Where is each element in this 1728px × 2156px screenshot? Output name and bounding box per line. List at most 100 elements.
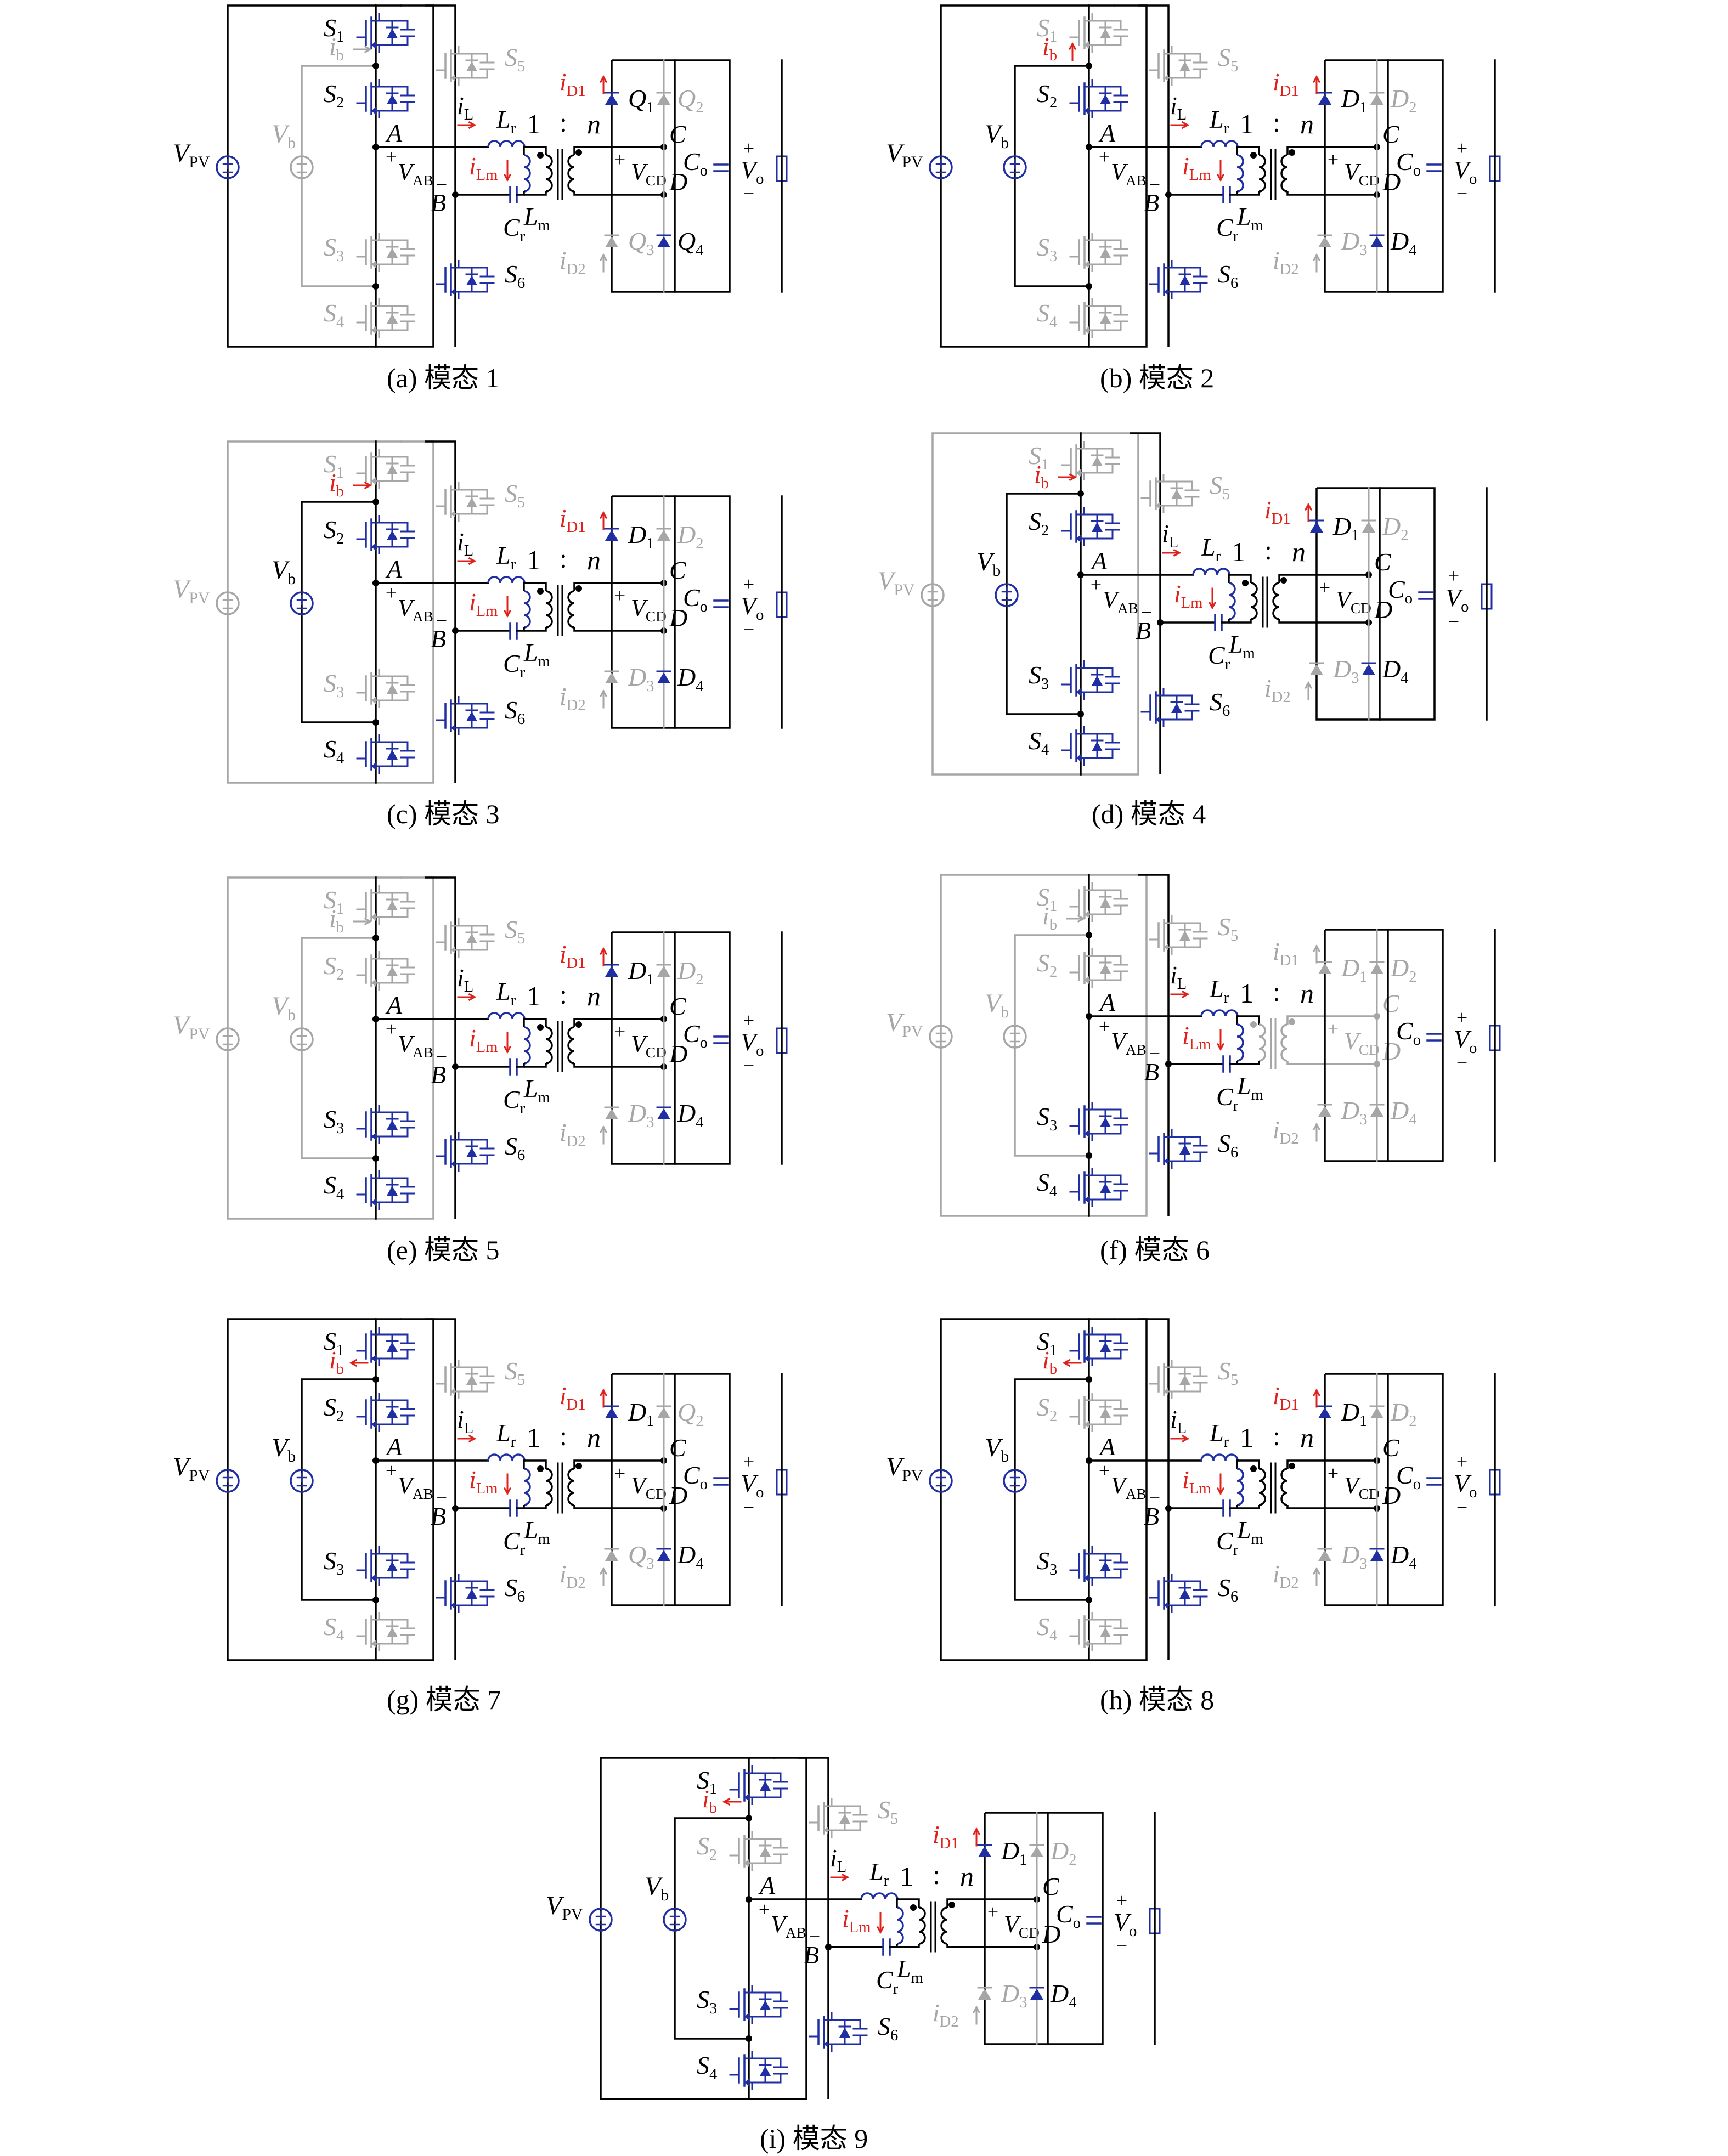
rectifier-3-icon bbox=[1317, 1104, 1332, 1117]
id2-label: iD2 bbox=[933, 1999, 959, 2030]
switch-s5-label: S5 bbox=[1210, 471, 1230, 503]
vab-label: VAB bbox=[771, 1911, 806, 1941]
vpv-source-icon bbox=[929, 1025, 953, 1049]
switch-s5-label: S5 bbox=[1218, 913, 1238, 944]
vo-plus: + bbox=[1456, 1451, 1467, 1473]
caption-d: (d) 模态 4 bbox=[1092, 799, 1206, 829]
vab-label: VAB bbox=[1111, 159, 1147, 189]
co-capacitor-icon bbox=[1426, 1477, 1442, 1486]
node-c-label: C bbox=[669, 1434, 687, 1462]
primary-winding-icon bbox=[545, 154, 553, 193]
switch-s6-icon bbox=[1140, 688, 1200, 727]
rectifier-4-icon bbox=[1369, 1548, 1385, 1561]
caption-g: (g) 模态 7 bbox=[387, 1684, 501, 1715]
ib-arrow-icon bbox=[353, 45, 372, 54]
turns-colon: : bbox=[933, 1859, 940, 1890]
rectifier-4-label: Q4 bbox=[677, 227, 704, 259]
vpv-label: VPV bbox=[886, 1452, 923, 1485]
vb-source-icon bbox=[1003, 155, 1027, 179]
vab-label: VAB bbox=[1111, 1472, 1147, 1502]
turns-n-label: n bbox=[1300, 978, 1314, 1009]
switch-s5-icon bbox=[1149, 915, 1208, 955]
ib-arrow-icon bbox=[353, 481, 372, 490]
lm-label: Lm bbox=[1236, 1516, 1263, 1548]
ilm-label: iLm bbox=[1182, 152, 1211, 184]
vo-plus: + bbox=[1448, 565, 1459, 587]
vo-minus: − bbox=[743, 619, 754, 641]
switch-s6-label: S6 bbox=[505, 696, 525, 728]
ilm-label: iLm bbox=[469, 152, 498, 184]
rectifier-3-label: D3 bbox=[1341, 1096, 1368, 1128]
vab-minus: − bbox=[1141, 601, 1152, 623]
co-capacitor-icon bbox=[1426, 1033, 1442, 1042]
vab-plus: + bbox=[1099, 1015, 1110, 1037]
rectifier-4-label: D4 bbox=[1382, 655, 1409, 687]
ilm-arrow-icon bbox=[876, 1912, 885, 1934]
rectifier-3-label: D3 bbox=[1341, 227, 1368, 259]
id1-arrow-icon bbox=[599, 1388, 608, 1408]
co-label: Co bbox=[683, 584, 708, 615]
rectifier-4-icon bbox=[656, 234, 671, 247]
ilm-arrow-icon bbox=[503, 160, 512, 182]
il-label: iL bbox=[1170, 92, 1187, 123]
rectifier-3-label: Q3 bbox=[628, 227, 654, 259]
switch-s1-label: S1 bbox=[324, 450, 344, 482]
co-capacitor-icon bbox=[713, 1035, 729, 1044]
cr-label: Cr bbox=[1216, 1527, 1239, 1559]
vo-plus: + bbox=[1116, 1889, 1127, 1911]
rectifier-1-icon bbox=[977, 1844, 992, 1857]
rectifier-1-icon bbox=[604, 1405, 619, 1418]
switch-s3-label: S3 bbox=[697, 1985, 717, 2017]
il-arrow-icon bbox=[830, 1873, 850, 1882]
ib-arrow-icon bbox=[349, 1359, 369, 1367]
vo-label: Vo bbox=[1114, 1908, 1137, 1940]
ib-label: ib bbox=[329, 904, 344, 936]
il-arrow-icon bbox=[1170, 121, 1190, 129]
switch-s4-label: S4 bbox=[1037, 1612, 1057, 1644]
turns-colon: : bbox=[1273, 976, 1280, 1007]
id1-arrow-icon bbox=[1312, 75, 1321, 94]
switch-s4-label: S4 bbox=[697, 2051, 717, 2083]
vb-source-icon bbox=[995, 583, 1019, 607]
vb-label: Vb bbox=[985, 989, 1009, 1021]
secondary-winding-icon bbox=[567, 154, 575, 193]
ib-arrow-icon bbox=[1068, 42, 1077, 61]
switch-s1-label: S1 bbox=[1037, 14, 1057, 46]
turns-one-label: 1 bbox=[527, 109, 540, 139]
node-b-label: B bbox=[1144, 189, 1159, 217]
secondary-winding-icon bbox=[1272, 582, 1280, 620]
rectifier-4-icon bbox=[1369, 1104, 1385, 1117]
vo-plus: + bbox=[1456, 1006, 1467, 1028]
turns-n-label: n bbox=[587, 981, 601, 1011]
rectifier-1-label: D1 bbox=[1341, 84, 1368, 116]
switch-s1-icon bbox=[356, 449, 415, 489]
co-capacitor-icon bbox=[713, 599, 729, 608]
secondary-winding-icon bbox=[940, 1906, 948, 1945]
rectifier-1-icon bbox=[1317, 961, 1332, 974]
id2-label: iD2 bbox=[1273, 246, 1299, 278]
cr-label: Cr bbox=[876, 1966, 899, 1997]
switch-s1-label: S1 bbox=[324, 886, 344, 918]
ilm-label: iLm bbox=[842, 1904, 871, 1936]
switch-s5-label: S5 bbox=[1218, 1357, 1238, 1389]
switch-s3-label: S3 bbox=[324, 233, 344, 265]
rectifier-2-icon bbox=[1369, 92, 1385, 105]
id2-label: iD2 bbox=[1273, 1560, 1299, 1592]
node-a-label: A bbox=[385, 991, 403, 1019]
vo-label: Vo bbox=[741, 1028, 764, 1060]
switch-s4-icon bbox=[356, 298, 415, 338]
vb-source-icon bbox=[290, 1027, 314, 1051]
vo-label: Vo bbox=[741, 1469, 764, 1501]
il-arrow-icon bbox=[1170, 990, 1190, 999]
il-arrow-icon bbox=[457, 1434, 477, 1443]
vcd-plus: + bbox=[614, 149, 625, 171]
ilm-arrow-icon bbox=[503, 596, 512, 618]
switch-s3-icon bbox=[356, 1105, 415, 1144]
vb-label: Vb bbox=[985, 120, 1009, 152]
ilm-label: iLm bbox=[1174, 580, 1202, 612]
co-capacitor-icon bbox=[713, 163, 729, 172]
